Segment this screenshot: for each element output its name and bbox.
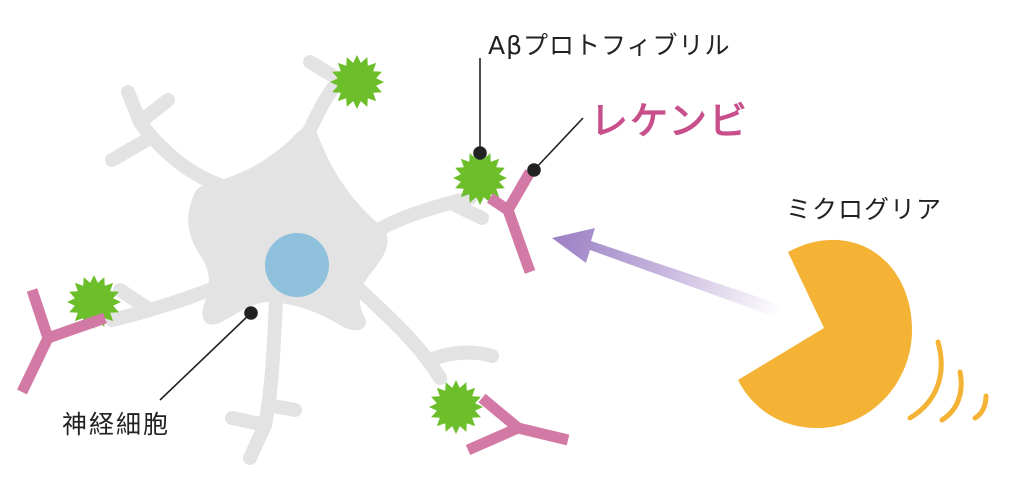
lecanemab-label: レケンビ bbox=[590, 99, 749, 143]
antibody-icon bbox=[17, 288, 107, 395]
amyloid-protofibrils bbox=[67, 55, 507, 434]
amyloid-star-icon bbox=[453, 151, 507, 205]
neuron-nucleus bbox=[265, 233, 329, 297]
antibodies bbox=[17, 169, 570, 456]
amyloid-star-icon bbox=[429, 380, 483, 434]
amyloid-star-shape bbox=[330, 55, 384, 109]
gradient-arrow-icon bbox=[552, 228, 782, 318]
amyloid-star-icon bbox=[67, 275, 121, 329]
neuron bbox=[105, 55, 499, 465]
leader-lines bbox=[159, 58, 584, 401]
microglia-label: ミクログリア bbox=[786, 195, 943, 224]
amyloid-star-shape bbox=[429, 380, 483, 434]
microglia bbox=[738, 239, 989, 428]
amyloid-star-icon bbox=[330, 55, 384, 109]
neuron-label: 神経細胞 bbox=[62, 410, 171, 439]
antibody-icon bbox=[465, 393, 570, 456]
microglia-pacman-icon bbox=[738, 239, 912, 428]
antibody-icon bbox=[486, 169, 536, 274]
amyloid-star-shape bbox=[67, 275, 121, 329]
protofibril-label: Aβプロトフィブリル bbox=[488, 31, 731, 60]
neuron-cell-body bbox=[188, 126, 388, 331]
neuron-dendrites bbox=[105, 55, 499, 465]
amyloid-star-shape bbox=[453, 151, 507, 205]
motion-lines-icon bbox=[907, 339, 989, 423]
